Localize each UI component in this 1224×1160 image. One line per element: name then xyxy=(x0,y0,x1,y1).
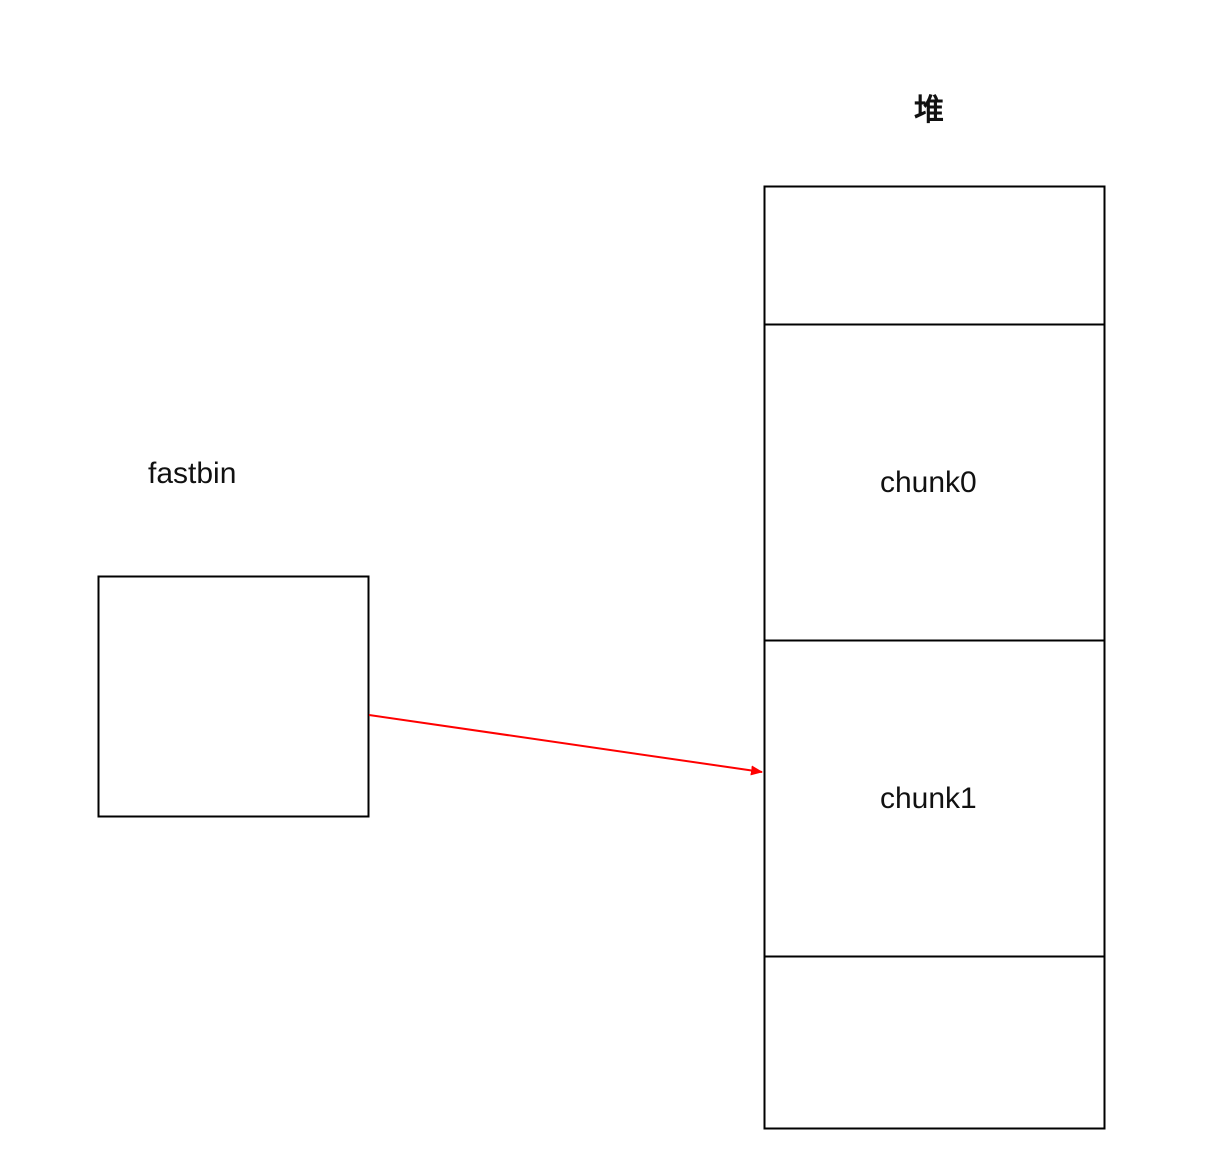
chunk1-label: chunk1 xyxy=(880,782,977,815)
heap-title: 堆 xyxy=(914,94,944,127)
heap-top-block xyxy=(763,185,1106,326)
chunk0-label: chunk0 xyxy=(880,466,977,499)
heap-bottom-block xyxy=(763,955,1106,1130)
fastbin-title: fastbin xyxy=(148,457,237,490)
fastbin-to-chunk1-arrow xyxy=(368,714,763,776)
fastbin-box xyxy=(97,575,370,818)
